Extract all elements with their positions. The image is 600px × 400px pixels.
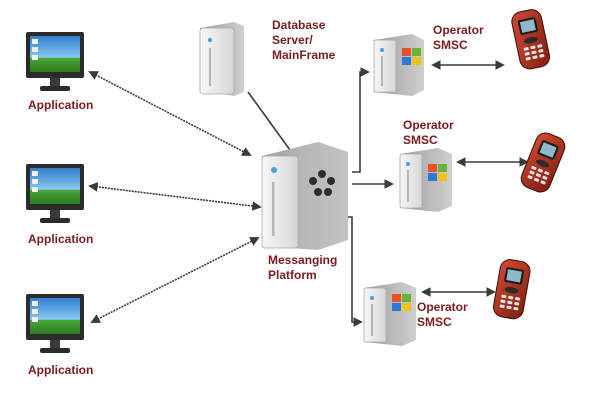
mobile-phone-icon <box>511 9 551 70</box>
application-label-2: Application <box>28 232 94 246</box>
mobile-phone-3 <box>493 259 531 320</box>
operator-smsc-server-3 <box>363 282 416 346</box>
database-server <box>199 22 244 96</box>
connector-app3-platform <box>90 237 260 323</box>
mobile-phone-2 <box>520 132 566 193</box>
computer-monitor-icon <box>26 32 84 91</box>
firewire-logo-icon <box>309 170 335 196</box>
computer-monitor-icon <box>26 164 84 223</box>
operator-smsc-server-2 <box>399 148 452 212</box>
messaging-platform-label: Messanging Platform <box>268 253 338 282</box>
connector-app2-platform <box>88 182 262 211</box>
operator-smsc-server-1 <box>373 34 424 96</box>
messaging-platform-server <box>261 142 348 250</box>
windows-logo-icon <box>428 164 447 181</box>
mobile-phone-1 <box>511 9 551 70</box>
operator-smsc-label-2: Operator SMSC <box>403 118 454 147</box>
operator-smsc-label-3: Operator SMSC <box>417 300 468 329</box>
connectors <box>88 60 529 327</box>
database-server-label: Database Server/ MainFrame <box>272 18 336 62</box>
connector-platform-smsc3 <box>347 216 363 327</box>
server-tower-icon <box>261 142 348 250</box>
mobile-phone-icon <box>493 259 531 320</box>
server-tower-icon <box>373 34 424 96</box>
application-computer-3 <box>26 294 84 353</box>
windows-logo-icon <box>402 48 421 65</box>
application-computer-1 <box>26 32 84 91</box>
application-label-3: Application <box>28 363 94 377</box>
connector-database-platform <box>247 91 291 151</box>
computer-monitor-icon <box>26 294 84 353</box>
server-tower-icon <box>363 282 416 346</box>
mobile-phone-icon <box>520 132 566 193</box>
connector-app1-platform <box>88 71 252 156</box>
application-computer-2 <box>26 164 84 223</box>
server-tower-icon <box>199 22 244 96</box>
connector-platform-smsc1 <box>352 67 370 173</box>
windows-logo-icon <box>392 294 411 311</box>
operator-smsc-label-1: Operator SMSC <box>433 23 484 52</box>
application-label-1: Application <box>28 98 94 112</box>
